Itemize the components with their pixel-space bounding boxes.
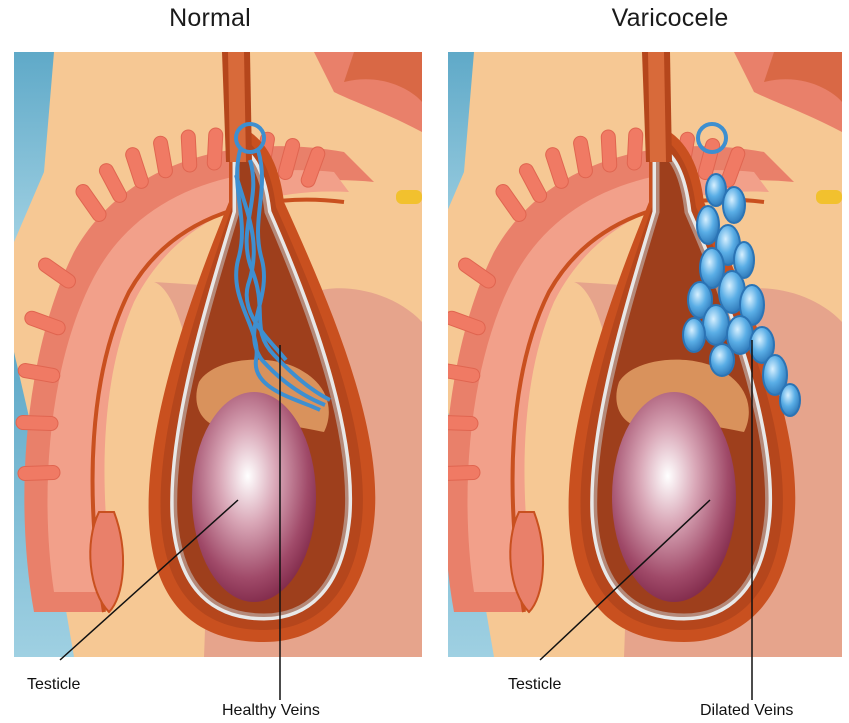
healthy-veins-label: Healthy Veins	[222, 702, 320, 720]
testicle-label-normal: Testicle	[27, 676, 80, 694]
normal-panel	[14, 52, 422, 657]
varicocele-panel	[434, 52, 842, 657]
dilated-veins-label: Dilated Veins	[700, 702, 793, 720]
testicle-label-varicocele: Testicle	[508, 676, 561, 694]
